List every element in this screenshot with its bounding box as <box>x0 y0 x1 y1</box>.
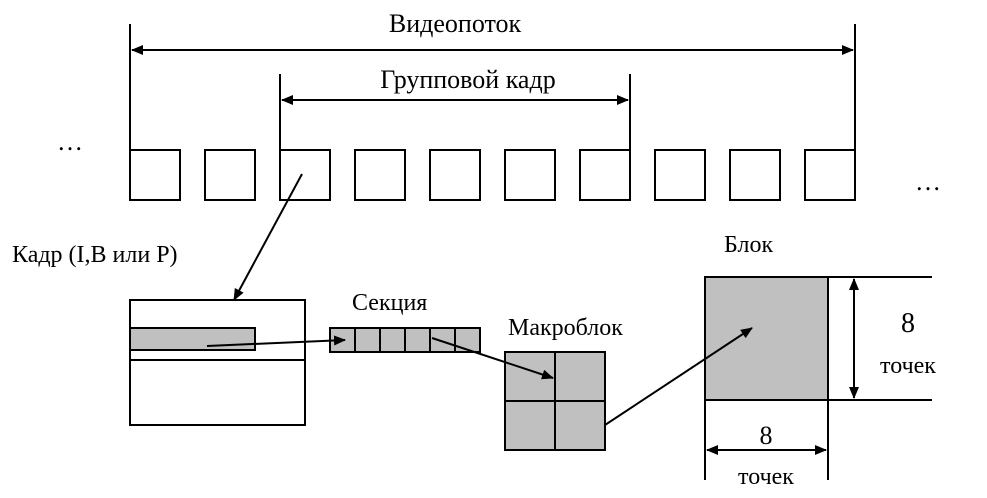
gop-label: Групповой кадр <box>380 65 555 94</box>
frame-sequence <box>129 149 856 201</box>
block-arrow <box>604 327 753 426</box>
macroblock-label: Макроблок <box>508 315 623 341</box>
section-strip <box>329 327 481 353</box>
section-arrow <box>206 335 346 347</box>
block-label: Блок <box>724 232 773 258</box>
frame-box <box>729 149 781 201</box>
block-width-unit: точек <box>738 464 794 490</box>
section-cell <box>379 327 406 353</box>
frame-box <box>279 149 331 201</box>
macroblock-arrow <box>431 337 554 380</box>
section-cell <box>429 327 456 353</box>
videostream-span <box>129 24 856 150</box>
ellipsis-right: … <box>915 167 941 196</box>
frame-zoom-arrow <box>233 173 303 301</box>
frame-box <box>429 149 481 201</box>
videostream-label: Видеопоток <box>389 9 522 38</box>
block-width-value: 8 <box>760 421 773 450</box>
section-label: Секция <box>352 290 427 316</box>
frame-box <box>504 149 556 201</box>
frame-box <box>654 149 706 201</box>
frame-box <box>354 149 406 201</box>
block-square <box>704 276 829 401</box>
frame-label: Кадр (I,B или P) <box>12 242 178 268</box>
frame-detail-box <box>129 299 306 426</box>
frame-box <box>579 149 631 201</box>
gop-span <box>279 74 631 150</box>
block-height-value: 8 <box>901 308 915 339</box>
ellipsis-left: … <box>57 127 83 156</box>
frame-box <box>204 149 256 201</box>
block-width-dimension <box>704 400 829 480</box>
block-height-dimension <box>828 276 932 401</box>
section-cell <box>404 327 431 353</box>
frame-box <box>129 149 181 201</box>
section-cell <box>454 327 481 353</box>
section-cell <box>354 327 381 353</box>
block-height-unit: точек <box>880 353 936 379</box>
frame-section-strip <box>129 327 256 351</box>
frame-box <box>804 149 856 201</box>
